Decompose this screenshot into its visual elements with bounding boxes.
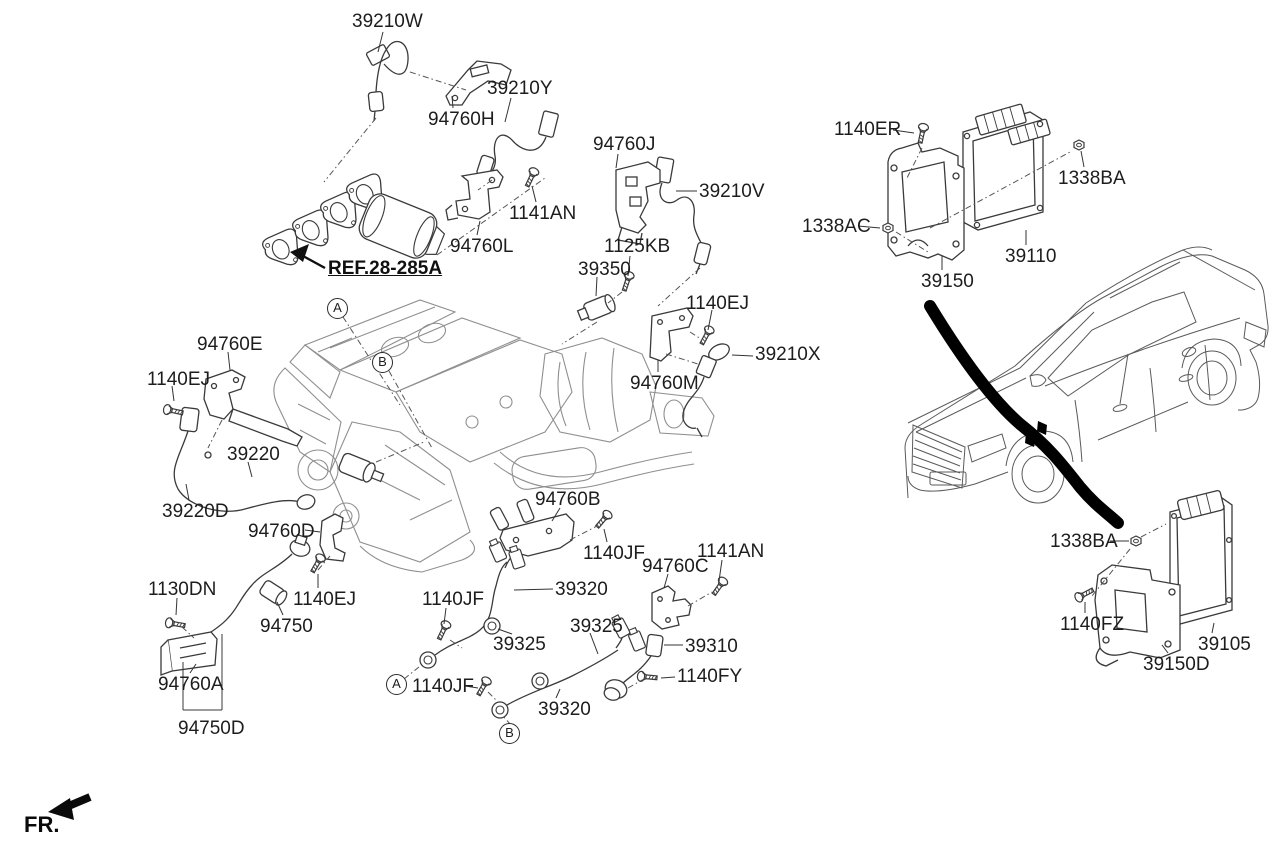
nut-1338ac bbox=[882, 222, 894, 234]
bracket-39150 bbox=[887, 142, 965, 261]
location-band bbox=[924, 300, 1124, 529]
bracket-94760m bbox=[649, 307, 694, 362]
bracket-39150d bbox=[1094, 564, 1181, 667]
fr-direction-arrow bbox=[48, 793, 92, 820]
assembly-dash-lines bbox=[181, 71, 1167, 726]
oxygen-sensor-39210x bbox=[682, 343, 730, 438]
bolt-1140jf-mid bbox=[434, 618, 453, 642]
sensor-39310 bbox=[603, 633, 664, 701]
bolt-1140jf-94760b bbox=[592, 508, 615, 531]
ecu-39105 bbox=[1169, 489, 1233, 625]
assembly-94750 bbox=[160, 513, 346, 711]
exhaust-manifold-illustration bbox=[260, 172, 446, 270]
car-illustration bbox=[904, 246, 1269, 504]
fr-label: FR. bbox=[24, 812, 60, 837]
bracket-94760h bbox=[445, 60, 512, 106]
engine-illustration bbox=[273, 299, 715, 573]
bracket-94760c bbox=[651, 585, 692, 630]
bracket-94760l bbox=[445, 169, 504, 221]
bracket-94760b bbox=[489, 498, 575, 557]
knock-line-a bbox=[419, 537, 527, 669]
ref-callout-label: REF.28-285A bbox=[328, 258, 443, 279]
bolt-1140fz bbox=[1072, 584, 1096, 604]
cam-sensor-39350 bbox=[576, 294, 616, 321]
bracket-94760j bbox=[615, 161, 661, 245]
harness-39220d bbox=[173, 406, 316, 512]
bolt-1130dn bbox=[164, 616, 187, 632]
bolt-1140ej-94750 bbox=[307, 551, 328, 575]
oxygen-sensor-39210w bbox=[365, 40, 409, 122]
ecu-39110 bbox=[962, 103, 1051, 231]
leader-lines bbox=[171, 31, 1215, 699]
bolt-1140ej-left bbox=[161, 403, 185, 419]
bracket-94760e bbox=[203, 369, 303, 447]
bolt-1140ej-mid bbox=[696, 323, 716, 347]
knock-line-b bbox=[491, 613, 647, 719]
oxygen-sensor-39210v bbox=[653, 156, 712, 275]
nut-1338ba-bottom bbox=[1130, 535, 1142, 547]
bolt-1125kb bbox=[618, 269, 636, 293]
sensor-39220 bbox=[338, 452, 385, 483]
bolt-1141an-top bbox=[522, 165, 541, 189]
bolt-1140er bbox=[914, 121, 930, 145]
nut-1338ba-top bbox=[1073, 139, 1085, 151]
